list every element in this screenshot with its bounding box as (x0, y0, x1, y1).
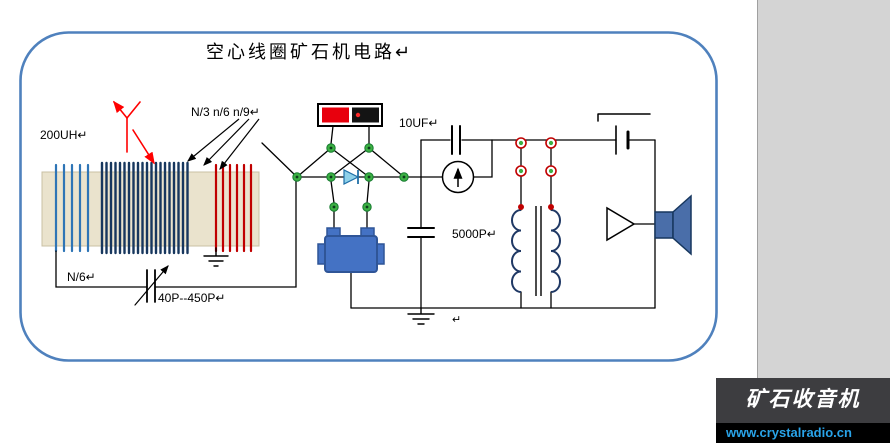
coil-winding-navy (100, 161, 189, 255)
speaker-icon (654, 194, 692, 256)
label-inductance: 200UH↵ (40, 128, 88, 142)
tap-arrows (187, 118, 260, 170)
switch-block-black-half (352, 107, 379, 123)
variable-capacitor-symbol (134, 265, 169, 306)
label-capacitor-5000p: 5000P↵ (452, 227, 497, 241)
watermark-url: www.crystalradio.cn (726, 425, 852, 440)
coil-winding-red (214, 163, 253, 253)
capacitor-10uf-symbol (451, 125, 461, 155)
coil-winding-blue (54, 163, 90, 253)
detector-component (317, 227, 385, 273)
watermark-block: 矿石收音机 www.crystalradio.cn (716, 378, 890, 443)
tuning-coil (41, 161, 260, 255)
diode-symbol (343, 169, 360, 185)
switch-block-dot (355, 112, 361, 118)
label-coil-taps: N/3 n/6 n/9↵ (191, 105, 260, 119)
transformer-secondary (550, 209, 561, 293)
battery-symbol (597, 113, 651, 155)
label-variable-capacitor: 40P--450P↵ (158, 291, 226, 305)
wires (55, 125, 656, 309)
paragraph-mark: ↵ (452, 314, 462, 326)
page-margin (757, 0, 890, 443)
switch-block (317, 103, 383, 127)
earphone-symbol (606, 206, 636, 242)
transformer-primary (511, 209, 522, 293)
switch-block-red-half (322, 107, 349, 123)
watermark-url-bar: www.crystalradio.cn (716, 423, 890, 443)
binding-posts (515, 137, 557, 177)
terminal-dots (292, 143, 409, 212)
meter-symbol (441, 160, 475, 194)
ground-symbol-bottom (407, 307, 435, 325)
antenna-symbol (112, 100, 155, 165)
diagram-title: 空心线圈矿石机电路↵ (206, 42, 414, 62)
rounded-frame (19, 31, 718, 362)
watermark-brand: 矿石收音机 (745, 388, 861, 411)
transformer-symbol (511, 204, 561, 296)
capacitor-5000p-symbol (407, 227, 435, 238)
label-capacitor-10uf: 10UF↵ (399, 116, 439, 130)
ground-symbol-coil (203, 247, 229, 267)
label-coil-tap-n6: N/6↵ (67, 270, 96, 284)
